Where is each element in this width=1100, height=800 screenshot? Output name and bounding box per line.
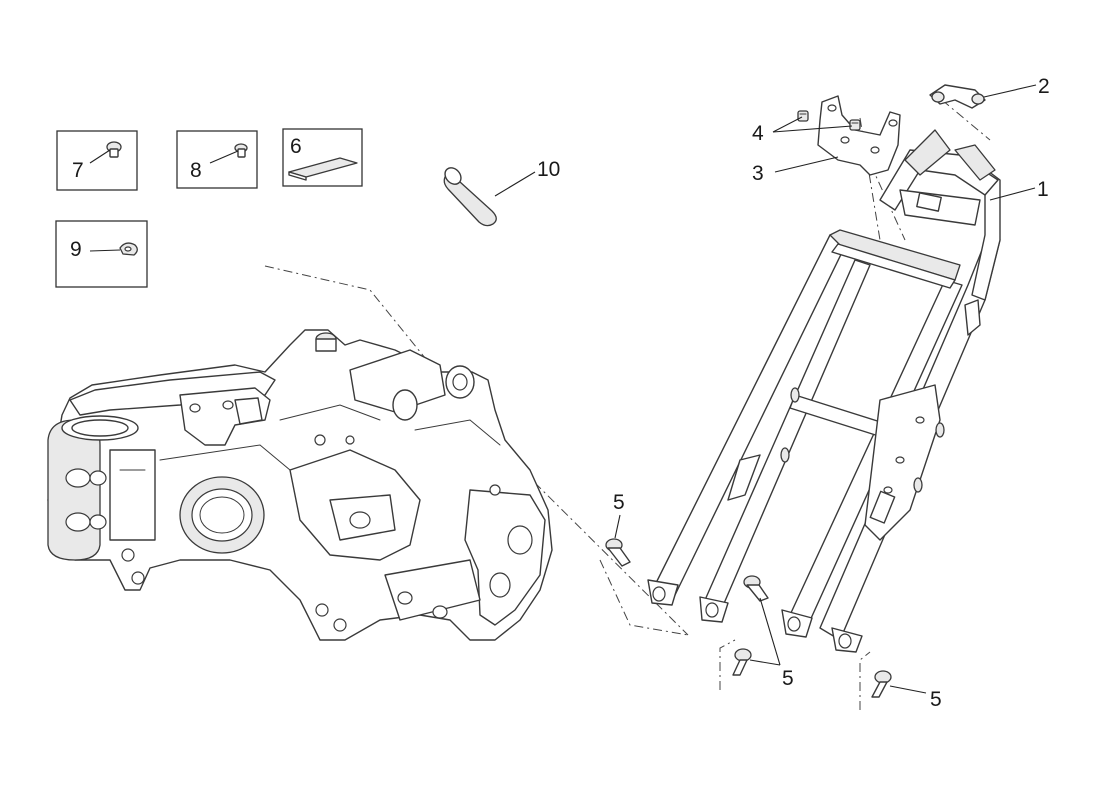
callout-9: 9 (70, 238, 82, 261)
pad-icon (288, 157, 358, 181)
rear-subframe-part-1: 1 (647, 99, 1049, 710)
bolt-group-5c: 5 (871, 670, 942, 711)
nut-icon (797, 110, 809, 122)
part-box-6: 6 (282, 128, 363, 187)
lug-1 (647, 579, 679, 606)
main-frame (47, 265, 689, 641)
callout-5c: 5 (930, 688, 942, 711)
bolt-icon (605, 538, 631, 567)
callout-6: 6 (290, 135, 302, 158)
nuts-part-4: 4 (752, 110, 861, 145)
support-plate-part-3: 3 (752, 95, 901, 185)
lug-2 (699, 596, 729, 623)
bolt-icon (871, 670, 892, 698)
part-box-8: 8 (176, 130, 258, 189)
callout-4: 4 (752, 122, 764, 145)
callout-5a: 5 (613, 491, 625, 514)
sleeve-part-10: 10 (443, 158, 560, 227)
callout-10: 10 (537, 158, 560, 181)
callout-3: 3 (752, 162, 764, 185)
bolt-icon (732, 648, 752, 676)
part-box-9: 9 (55, 220, 148, 288)
callout-8: 8 (190, 159, 202, 182)
callout-5b: 5 (782, 667, 794, 690)
clip-icon (119, 242, 138, 256)
callout-7: 7 (72, 159, 84, 182)
lug-4 (831, 627, 863, 653)
callout-1: 1 (1037, 178, 1049, 201)
nut-icon (849, 119, 861, 131)
bolt-icon (106, 141, 122, 158)
callout-2: 2 (1038, 75, 1050, 98)
bolt-group-5a: 5 (605, 491, 631, 567)
bolt-group-5b: 5 (732, 575, 794, 690)
bracket-part-2: 2 (929, 75, 1050, 109)
screw-icon (234, 143, 248, 158)
lug-3 (781, 609, 813, 638)
bolt-icon (743, 575, 769, 602)
part-box-7: 7 (56, 130, 138, 191)
